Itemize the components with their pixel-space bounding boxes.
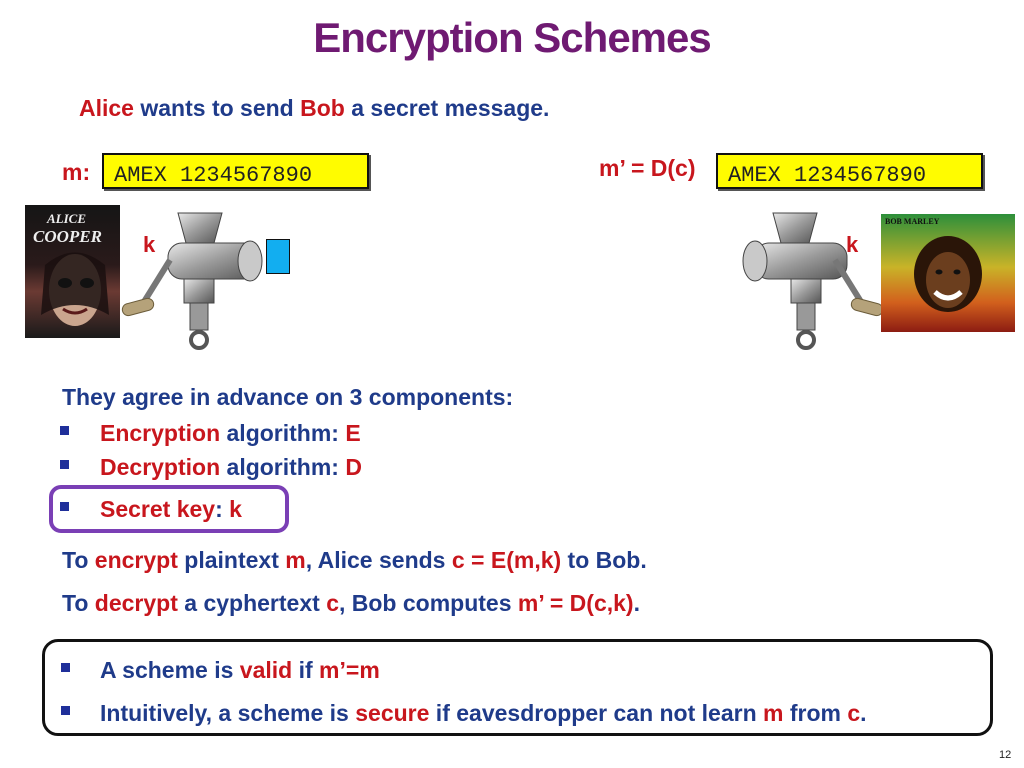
bullet-secret-key: Secret key: k (100, 496, 242, 523)
symbol: c (326, 590, 339, 616)
text: if eavesdropper can not learn (429, 700, 764, 726)
album-line1: ALICE (47, 211, 87, 226)
intro-text: wants to send (133, 95, 301, 121)
secure-line: Intuitively, a scheme is secure if eaves… (100, 700, 867, 727)
bullet-text: algorithm: (220, 454, 346, 480)
right-meat-grinder-icon (742, 212, 884, 350)
bullet-term: Encryption (100, 420, 221, 446)
encrypt-line: To encrypt plaintext m, Alice sends c = … (62, 547, 647, 574)
text: A scheme is (100, 657, 240, 683)
portrait-illustration (914, 236, 982, 312)
bullet-text: algorithm: (220, 420, 346, 446)
bullet-term: Secret key (100, 496, 216, 522)
formula: m’ = D(c,k) (517, 590, 634, 616)
term: encrypt (94, 547, 178, 573)
bullet-square (60, 460, 69, 469)
text: if (292, 657, 320, 683)
text: a cyphertext (177, 590, 327, 616)
right-key-label: k (846, 232, 859, 257)
bullet-term: Decryption (100, 454, 221, 480)
bullet-symbol: E (345, 420, 361, 446)
text: . (860, 700, 867, 726)
bullet-square (60, 502, 69, 511)
text: Intuitively, a scheme is (100, 700, 356, 726)
slide-title: Encryption Schemes (313, 14, 711, 61)
alice-album-cover: ALICE COOPER (25, 205, 120, 338)
plaintext-box: AMEX 1234567890 (102, 153, 369, 189)
text: , Alice sends (305, 547, 452, 573)
face-illustration (41, 252, 109, 326)
left-meat-grinder-icon (121, 212, 263, 350)
bob-album-cover: BOB MARLEY (881, 214, 1015, 332)
plaintext-label: m: (62, 159, 91, 185)
secret-key-highlight (49, 485, 289, 533)
text: plaintext (177, 547, 286, 573)
bullet-text: : (215, 496, 230, 522)
bullet-square (61, 706, 70, 715)
intro-text-end: a secret message. (344, 95, 550, 121)
bullet-decryption: Decryption algorithm: D (100, 454, 362, 481)
symbol: m (285, 547, 306, 573)
term: decrypt (94, 590, 178, 616)
bullet-square (60, 426, 69, 435)
text: To (62, 590, 95, 616)
bullet-symbol: k (229, 496, 242, 522)
term: secure (355, 700, 430, 726)
decrypted-box: AMEX 1234567890 (716, 153, 983, 189)
formula: m’=m (319, 657, 380, 683)
bob-name: Bob (300, 95, 345, 121)
valid-line: A scheme is valid if m’=m (100, 657, 380, 684)
bullet-square (61, 663, 70, 672)
text: . (633, 590, 640, 616)
symbol: m (763, 700, 784, 726)
album-title: BOB MARLEY (885, 217, 940, 226)
page-number: 12 (999, 749, 1012, 761)
agree-heading: They agree in advance on 3 components: (62, 384, 514, 410)
text: To (62, 547, 95, 573)
ciphertext-block (266, 239, 290, 274)
album-line2: COOPER (33, 227, 102, 246)
alice-name: Alice (79, 95, 134, 121)
formula: c = E(m,k) (451, 547, 562, 573)
text: to Bob. (561, 547, 647, 573)
text: , Bob computes (338, 590, 518, 616)
symbol: c (847, 700, 861, 726)
decrypt-line: To decrypt a cyphertext c, Bob computes … (62, 590, 640, 617)
intro-line: Alice wants to send Bob a secret message… (79, 95, 549, 122)
decryption-label: m’ = D(c) (599, 155, 696, 181)
bullet-encryption: Encryption algorithm: E (100, 420, 361, 447)
bullet-symbol: D (345, 454, 362, 480)
term: valid (239, 657, 293, 683)
text: from (783, 700, 848, 726)
left-key-label: k (143, 232, 156, 257)
definitions-box (42, 639, 993, 736)
